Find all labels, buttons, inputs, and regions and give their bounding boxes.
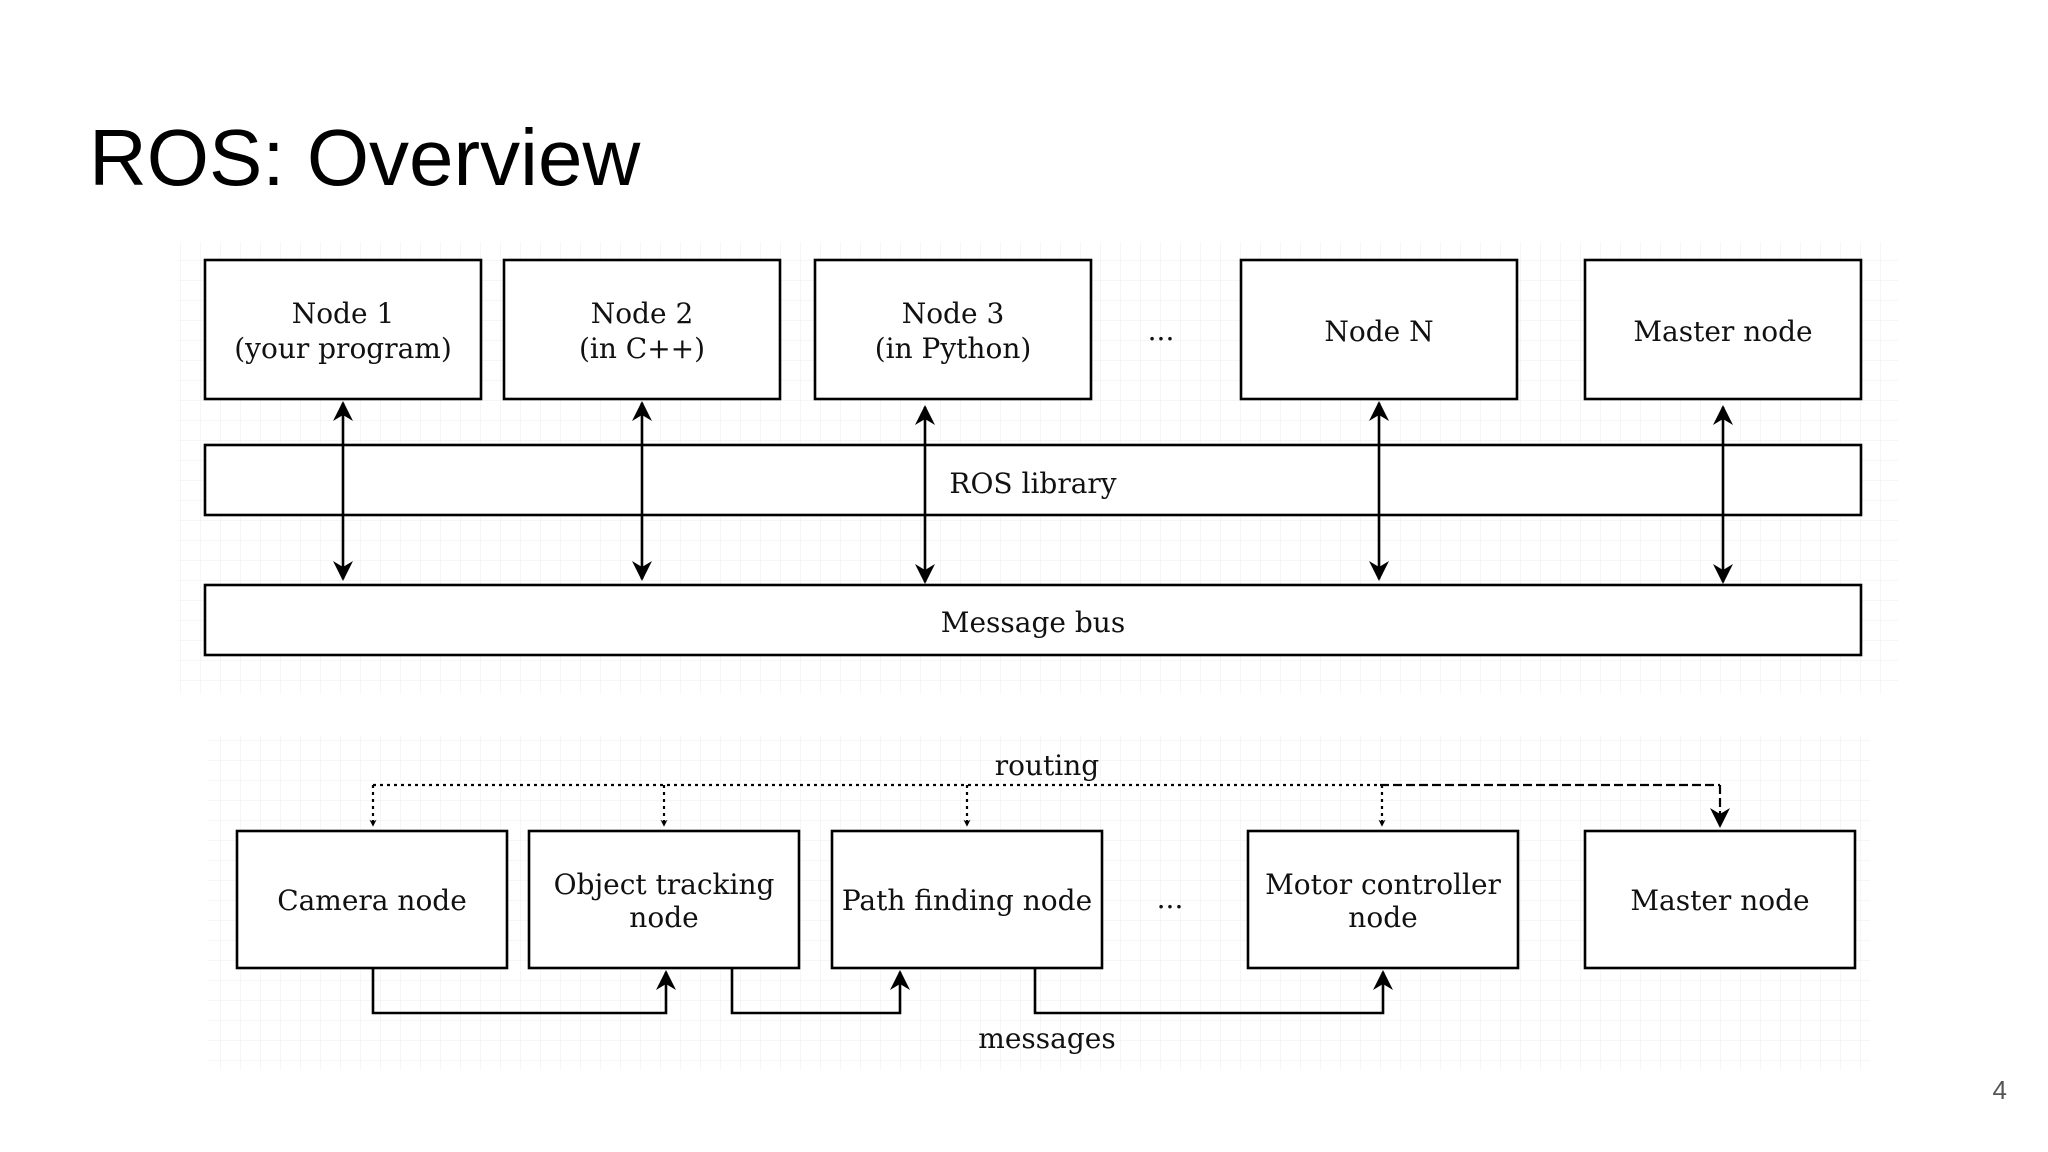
top-node-n: Node N bbox=[1239, 258, 1519, 401]
camera-node: Camera node bbox=[235, 829, 509, 970]
node-label-line2: (in Python) bbox=[875, 332, 1032, 365]
node-label-line1: Node 3 bbox=[902, 297, 1005, 330]
routing-label: routing bbox=[995, 749, 1100, 782]
node-label-line2: node bbox=[629, 901, 698, 934]
message-arrow-camera-to-object-tracking bbox=[371, 968, 676, 1015]
motor-controller-node: Motor controller node bbox=[1246, 829, 1520, 970]
top-master-node: Master node bbox=[1583, 258, 1863, 401]
node-label-line1: Node 1 bbox=[292, 297, 395, 330]
object-tracking-node: Object tracking node bbox=[527, 829, 801, 970]
node-label: Master node bbox=[1630, 884, 1809, 917]
node-label: Path finding node bbox=[842, 884, 1092, 917]
ros-library-bar: ROS library bbox=[203, 443, 1863, 517]
page-number: 4 bbox=[1992, 1075, 2007, 1105]
top-node-1: Node 1 (your program) bbox=[203, 258, 483, 401]
slide-title: ROS: Overview bbox=[89, 113, 641, 202]
path-finding-node: Path finding node bbox=[830, 829, 1104, 970]
message-arrow-object-tracking-to-path-finding bbox=[730, 968, 910, 1015]
node-label: Node N bbox=[1324, 315, 1433, 348]
node-label: Camera node bbox=[277, 884, 467, 917]
node-label-line2: (your program) bbox=[234, 332, 452, 365]
bottom-master-node: Master node bbox=[1583, 829, 1857, 970]
message-arrow-path-finding-to-motor-controller bbox=[1033, 968, 1393, 1015]
node-label-line1: Object tracking bbox=[554, 868, 775, 901]
message-bus-bar: Message bus bbox=[203, 583, 1863, 657]
messages-label: messages bbox=[978, 1022, 1115, 1055]
top-ellipsis: ... bbox=[1148, 314, 1175, 347]
node-label-line2: node bbox=[1348, 901, 1417, 934]
node-label-line2: (in C++) bbox=[579, 332, 705, 365]
message-bus-label: Message bus bbox=[941, 606, 1125, 639]
top-node-2: Node 2 (in C++) bbox=[502, 258, 782, 401]
ros-library-label: ROS library bbox=[949, 467, 1116, 500]
node-label-line1: Node 2 bbox=[591, 297, 694, 330]
bottom-ellipsis: ... bbox=[1157, 882, 1184, 915]
top-node-3: Node 3 (in Python) bbox=[813, 258, 1093, 401]
node-label-line1: Motor controller bbox=[1265, 868, 1501, 901]
node-label: Master node bbox=[1633, 315, 1812, 348]
